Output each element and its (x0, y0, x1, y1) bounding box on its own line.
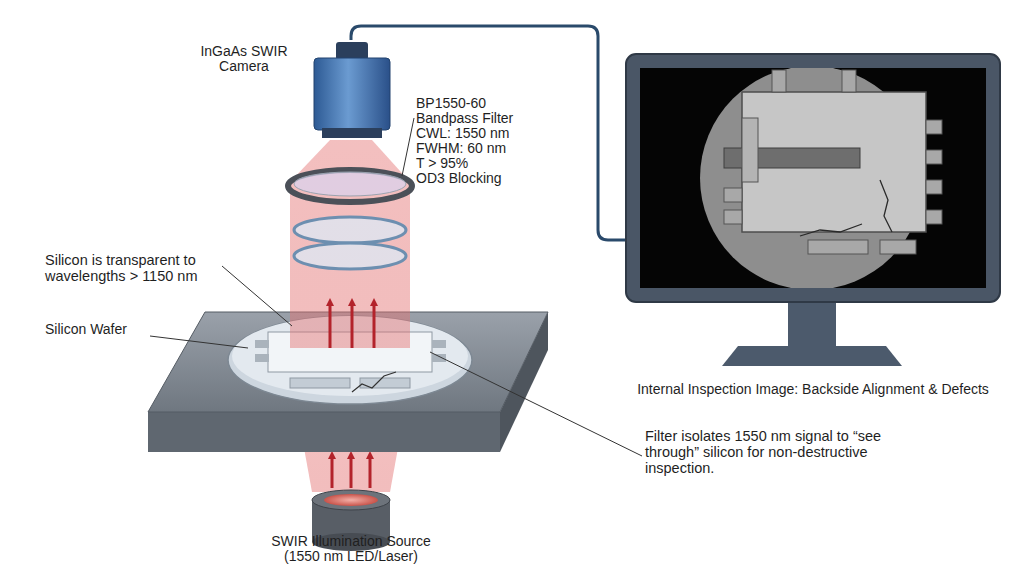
image-pad (880, 240, 916, 254)
inspection-image (700, 68, 942, 288)
light-arrow (351, 302, 354, 348)
die-pad (255, 340, 269, 348)
node-label: SWIR Illumination Source (1550 nm LED/La… (253, 534, 449, 564)
die-pad (432, 340, 446, 348)
filter-ring (288, 170, 412, 202)
text-group: BP1550-60 Bandpass FilterCWL: 1550 nmFWH… (416, 96, 541, 186)
light-arrow (373, 302, 376, 348)
image-pad (772, 70, 786, 92)
text-group: Silicon Wafer (45, 322, 155, 337)
camera-node: InGaAs SWIR Camera (310, 40, 392, 140)
image-pad (926, 210, 942, 224)
callout-note: Silicon is transparent to wavelengths > … (45, 252, 225, 284)
lens-element (294, 243, 406, 269)
monitor-base (722, 346, 902, 366)
image-pad (926, 180, 942, 194)
callout-note: Filter isolates 1550 nm signal to “see t… (645, 428, 895, 476)
light-arrow (331, 455, 334, 488)
node-label: Silicon Wafer (45, 322, 155, 337)
image-pad (808, 240, 868, 254)
image-pad (724, 210, 742, 224)
image-pad (926, 120, 942, 134)
image-pad (724, 188, 742, 202)
lens-element (294, 217, 406, 243)
node-label: T > 95% (416, 156, 541, 171)
platform-front (148, 412, 500, 452)
light-beam (304, 448, 398, 492)
text-group: Internal Inspection Image: Backside Alig… (625, 382, 1001, 397)
light-arrow (329, 302, 332, 348)
image-trace (742, 118, 758, 182)
monitor-node: Internal Inspection Image: Backside Alig… (625, 52, 1001, 378)
crack (352, 372, 396, 392)
node-label: OD3 Blocking (416, 171, 541, 186)
image-crack (880, 180, 892, 232)
leader-line (150, 336, 248, 348)
filter-glass (294, 172, 406, 196)
camera-cap (336, 42, 368, 60)
die-pad (255, 354, 269, 362)
leader-line (222, 266, 292, 326)
node-label: InGaAs SWIR Camera (185, 44, 303, 74)
leader-line (430, 352, 642, 456)
data-cable (351, 26, 625, 240)
node-label: FWHM: 60 nm (416, 141, 541, 156)
node-label: Internal Inspection Image: Backside Alig… (625, 382, 1001, 397)
die-pad (432, 354, 446, 362)
camera-body (314, 58, 390, 130)
monitor-bezel (626, 54, 1000, 302)
node-label: BP1550-60 Bandpass Filter (416, 96, 541, 126)
monitor-neck (788, 300, 836, 346)
text-group: SWIR Illumination Source (1550 nm LED/La… (253, 534, 449, 564)
source-emitter (324, 494, 378, 506)
silicon-wafer-node: Silicon Wafer (230, 318, 472, 404)
node-label: CWL: 1550 nm (416, 126, 541, 141)
bandpass-filter-node: BP1550-60 Bandpass FilterCWL: 1550 nmFWH… (288, 168, 413, 268)
image-crack (800, 224, 862, 236)
image-pad (842, 70, 856, 92)
light-arrow (350, 455, 353, 488)
leader-line (402, 118, 414, 176)
die-pattern (290, 378, 350, 388)
camera-lens (322, 128, 382, 138)
text-group: InGaAs SWIR Camera (185, 44, 303, 74)
source-top (312, 490, 390, 510)
illumination-source-node: SWIR Illumination Source (1550 nm LED/La… (308, 488, 394, 536)
image-pad (926, 150, 942, 164)
light-arrow (369, 455, 372, 488)
